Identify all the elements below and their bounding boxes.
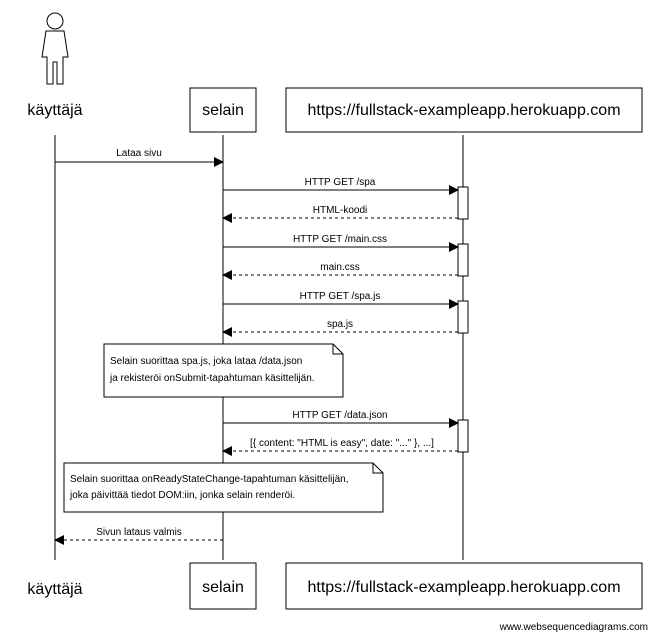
note-line: joka päivittää tiedot DOM:iin, jonka sel… xyxy=(69,490,295,501)
message-label: HTTP GET /spa.js xyxy=(300,291,381,302)
note-1: Selain suorittaa spa.js, joka lataa /dat… xyxy=(103,343,344,398)
participant-browser-bottom-box xyxy=(189,562,257,610)
message-label: Sivun lataus valmis xyxy=(96,527,182,538)
participant-browser-bottom: selain xyxy=(202,579,244,596)
message-label: main.css xyxy=(320,262,359,273)
participant-server-top-box xyxy=(285,87,643,133)
note-line: Selain suorittaa spa.js, joka lataa /dat… xyxy=(110,356,302,367)
message-label: Lataa sivu xyxy=(116,148,162,159)
message-label: spa.js xyxy=(327,319,353,330)
activation-box xyxy=(457,243,469,277)
note-line: Selain suorittaa onReadyStateChange-tapa… xyxy=(70,474,349,485)
participant-actor-top: käyttäjä xyxy=(27,102,82,119)
activation-box xyxy=(457,419,469,453)
note-2: Selain suorittaa onReadyStateChange-tapa… xyxy=(63,462,384,513)
participant-browser-top: selain xyxy=(202,102,244,119)
message-label: HTML-koodi xyxy=(313,205,367,216)
message-label: [{ content: "HTML is easy", date: "..." … xyxy=(250,438,434,449)
participant-server-bottom: https://fullstack-exampleapp.herokuapp.c… xyxy=(307,579,620,596)
activation-box xyxy=(457,186,469,220)
activation-box xyxy=(457,300,469,334)
note-line: ja rekisteröi onSubmit-tapahtuman käsitt… xyxy=(109,373,315,384)
footer-watermark: www.websequencediagrams.com xyxy=(499,622,648,633)
message-label: HTTP GET /main.css xyxy=(293,234,387,245)
participant-actor-bottom: käyttäjä xyxy=(27,581,82,598)
participant-server-top: https://fullstack-exampleapp.herokuapp.c… xyxy=(307,102,620,119)
message-label: HTTP GET /data.json xyxy=(292,410,387,421)
participant-server-bottom-box xyxy=(285,562,643,610)
participant-browser-top-box xyxy=(189,87,257,133)
message-label: HTTP GET /spa xyxy=(305,177,376,188)
actor-stick-figure-icon xyxy=(41,12,69,85)
